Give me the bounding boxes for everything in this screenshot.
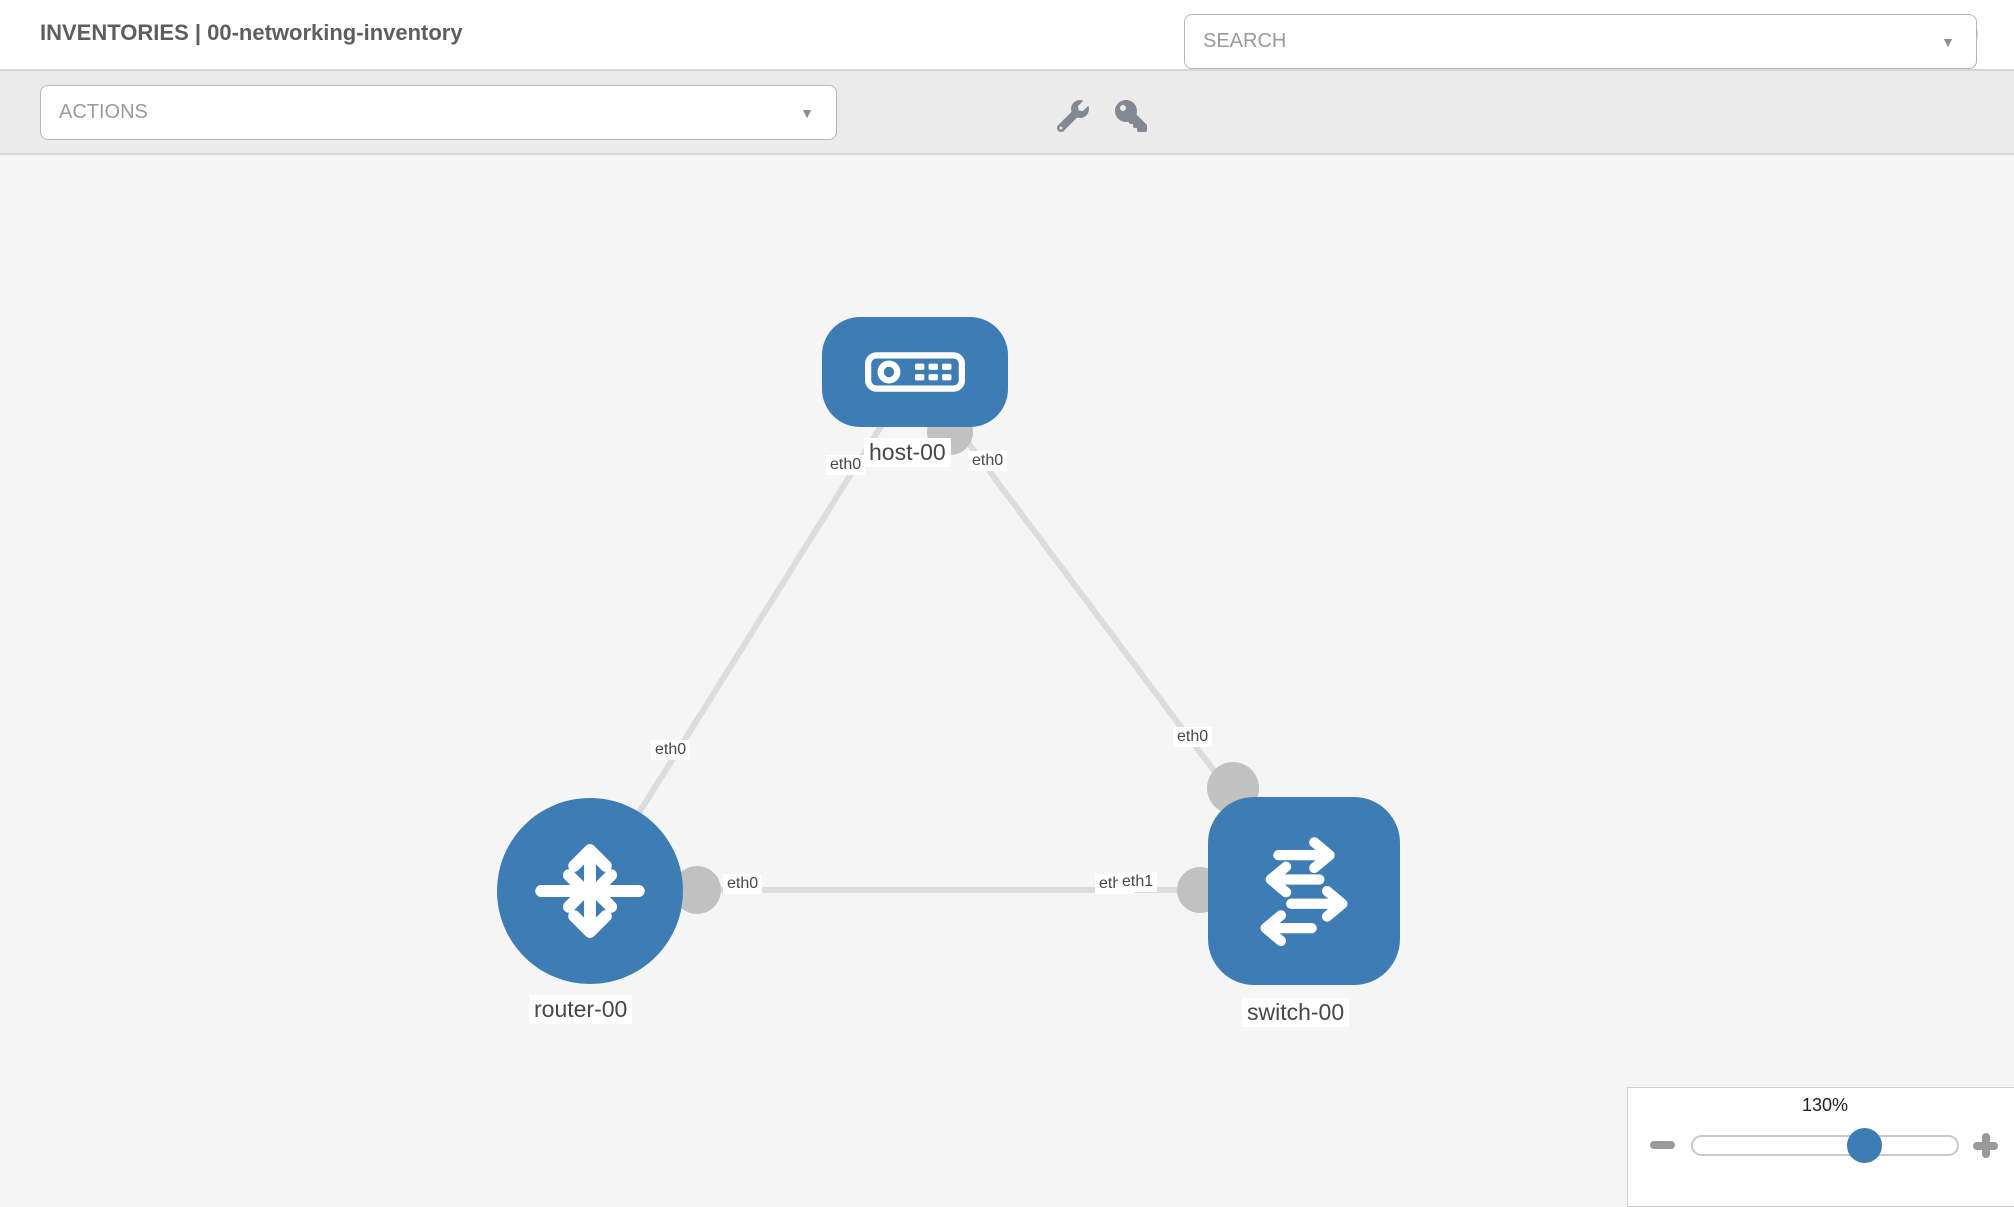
node-router-00[interactable] (497, 798, 683, 984)
port-circle-router (673, 866, 721, 914)
wrench-icon (1057, 100, 1089, 132)
iface-label-switch-eth1: eth1 (1118, 872, 1158, 892)
router-icon (535, 844, 645, 938)
node-label-host: host-00 (864, 438, 951, 467)
node-switch-00[interactable] (1208, 797, 1400, 985)
zoom-panel: 130% (1627, 1087, 2014, 1207)
links-layer (587, 370, 1307, 914)
zoom-level: 130% (1801, 1095, 1849, 1115)
search-dropdown: ▼ (1184, 14, 1977, 69)
switch-icon (1260, 837, 1348, 947)
chevron-down-icon: ▼ (800, 104, 814, 121)
iface-label-switch-eth0-top: eth0 (1173, 727, 1213, 747)
key-icon (1115, 100, 1147, 132)
zoom-slider-handle[interactable] (1847, 1128, 1882, 1163)
zoom-slider-track[interactable] (1691, 1128, 1959, 1163)
toolbar: ACTIONS ▼ (0, 71, 2014, 155)
zoom-in-button[interactable] (1973, 1133, 1998, 1158)
topology-canvas[interactable]: host-00 router-00 switch-00 eth0 eth0 et… (0, 155, 2014, 1200)
iface-label-host-eth0-left: eth0 (826, 455, 866, 475)
iface-label-router-eth0-top: eth0 (651, 740, 691, 760)
iface-label-router-eth0-right: eth0 (723, 874, 763, 894)
key-button[interactable] (1110, 95, 1152, 137)
configure-button[interactable] (1052, 95, 1094, 137)
zoom-out-button[interactable] (1650, 1141, 1675, 1149)
node-label-switch: switch-00 (1242, 998, 1350, 1027)
actions-label: ACTIONS (59, 101, 148, 123)
actions-dropdown[interactable]: ACTIONS ▼ (40, 85, 837, 140)
node-label-router: router-00 (529, 995, 633, 1024)
page-title: INVENTORIES | 00-networking-inventory (40, 20, 463, 45)
node-host-00[interactable] (822, 317, 1008, 427)
chevron-down-icon: ▼ (1941, 33, 1955, 50)
iface-label-host-eth0-right: eth0 (968, 451, 1008, 471)
host-icon (865, 352, 965, 392)
search-input[interactable] (1184, 14, 1977, 69)
